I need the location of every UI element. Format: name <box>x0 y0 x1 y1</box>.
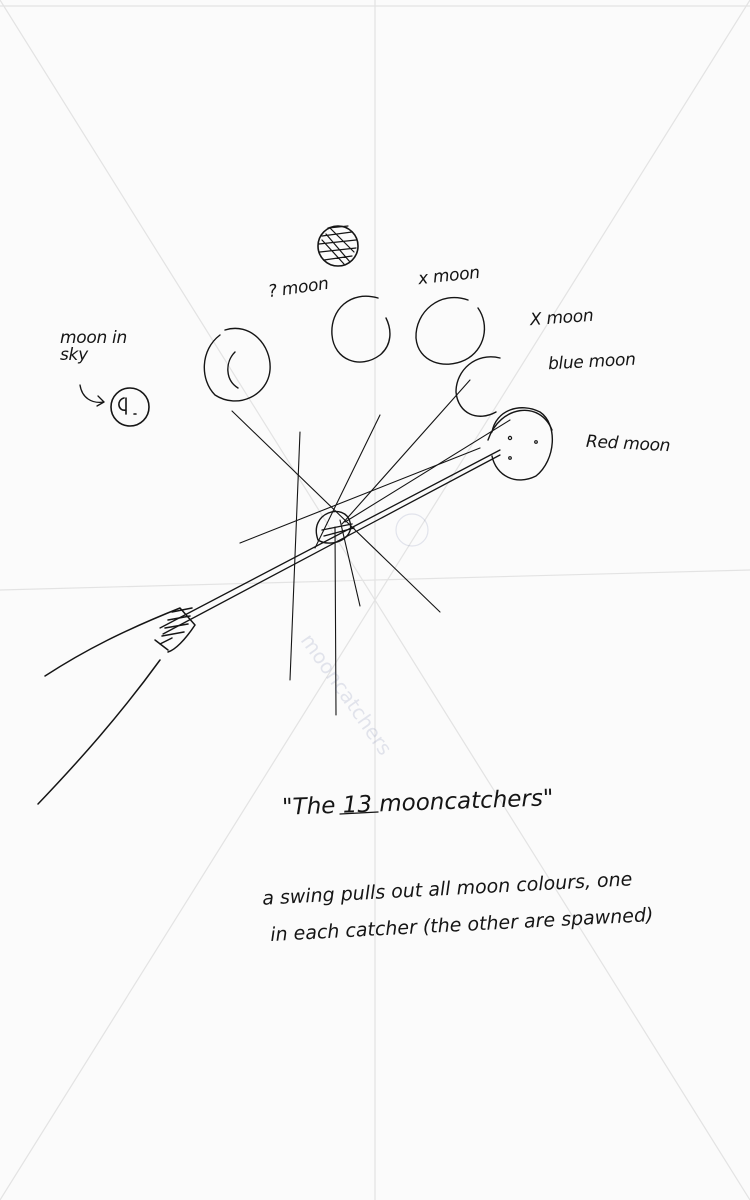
red-moon-marks <box>507 435 538 460</box>
catcher-circles <box>203 295 553 481</box>
catcher-4 <box>455 356 501 417</box>
swing-pole <box>159 449 501 635</box>
bleed-through: mooncatchers <box>296 513 429 759</box>
title-13-underline <box>339 811 379 815</box>
sky-moon <box>110 387 150 427</box>
catcher-5-arc <box>487 409 553 441</box>
catcher-1 <box>203 327 271 402</box>
scribbled-moon <box>317 225 359 267</box>
sky-arrow <box>79 384 105 407</box>
catcher-1-inner <box>227 351 239 389</box>
handle-hand <box>37 607 196 805</box>
catcher-5 <box>491 407 553 481</box>
svg-text:mooncatchers: mooncatchers <box>296 629 397 759</box>
moon-in-sky-label: moon in sky <box>60 328 127 365</box>
radiating-lines <box>231 379 511 716</box>
catcher-3 <box>415 296 486 365</box>
catcher-2 <box>331 295 391 363</box>
